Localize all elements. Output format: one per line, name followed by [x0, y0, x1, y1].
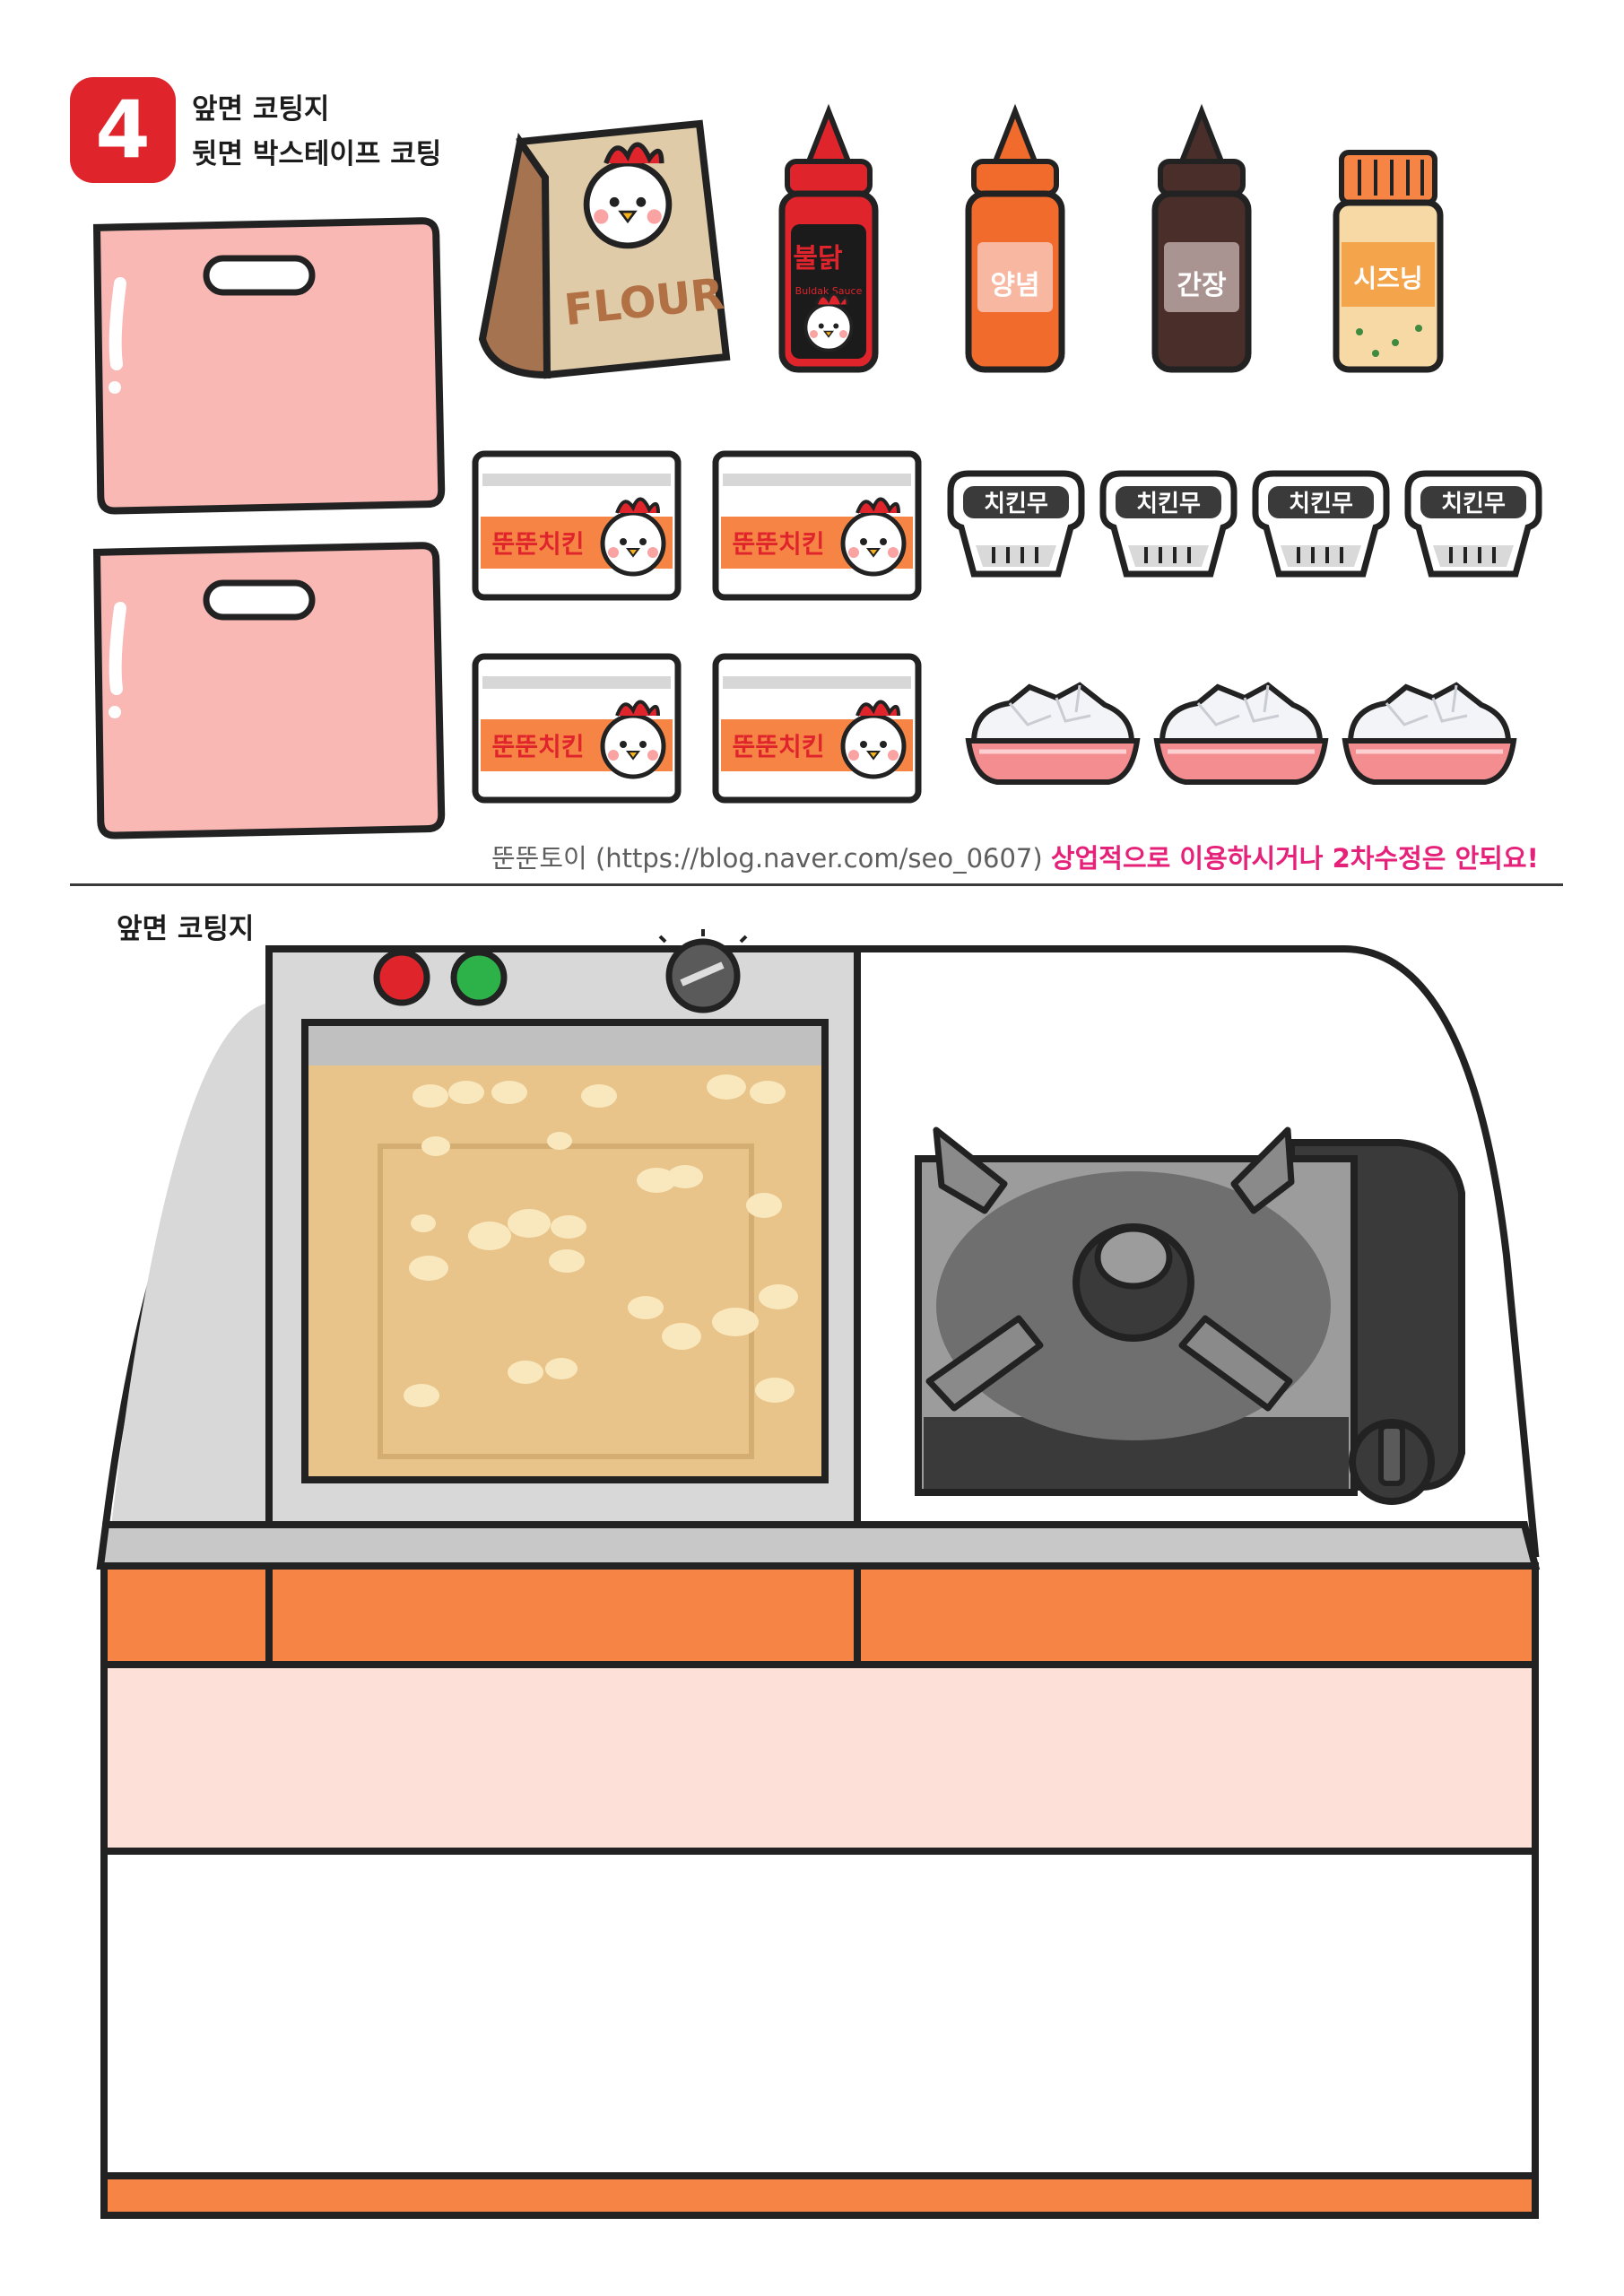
- sticker-sheet: FLOUR 불닭 Buldak Sauce 양념 간장 시즈닝 뚠뚠치킨 뚠뚠치…: [0, 0, 1624, 888]
- seasoning-label: 시즈닝: [1353, 264, 1422, 293]
- chicken-box-label: 뚠뚠치킨: [491, 529, 584, 559]
- pickled-radish-cup: 치킨무: [1103, 474, 1234, 574]
- instruction-front: 앞면 코팅지: [192, 93, 330, 126]
- chicken-box-sticker: 뚠뚠치킨: [716, 454, 918, 597]
- buldak-label: 불닭: [793, 243, 843, 274]
- chicken-box-sticker: 뚠뚠치킨: [475, 454, 678, 597]
- pickled-radish-cup: 치킨무: [951, 474, 1081, 574]
- chicken-box-sticker: 뚠뚠치킨: [716, 657, 918, 800]
- buldak-sauce-bottle: 불닭 Buldak Sauce: [782, 111, 875, 370]
- credit-line: 뚠뚠토이 (https://blog.naver.com/seo_0607) 상…: [491, 838, 1539, 875]
- counter-cabinet: [100, 1848, 1539, 2179]
- chicken-box-sticker: 뚠뚠치킨: [475, 657, 678, 800]
- kitchen-counter: [96, 929, 1541, 2219]
- soy-sauce-bottle: 간장: [1155, 111, 1248, 370]
- chicken-box-label: 뚠뚠치킨: [491, 732, 584, 761]
- section-divider: [70, 883, 1563, 886]
- pickled-radish-cup: 치킨무: [1408, 474, 1539, 574]
- pickled-radish-cup: 치킨무: [1255, 474, 1386, 574]
- counter-base: [100, 2172, 1539, 2219]
- radish-label: 치킨무: [1441, 491, 1506, 517]
- counter-orange-band: [100, 1562, 1539, 1668]
- stove-knob: [1349, 1419, 1435, 1505]
- ice-bowl-sticker: [968, 685, 1137, 782]
- counter-pink-band: [100, 1661, 1539, 1855]
- radish-label: 치킨무: [1136, 491, 1201, 517]
- section-label: 앞면 코팅지: [117, 913, 255, 945]
- flour-bag-sticker: FLOUR: [478, 119, 731, 379]
- instruction-back: 뒷면 박스테이프 코팅: [192, 138, 442, 170]
- yangnyeom-sauce-bottle: 양념: [968, 111, 1062, 370]
- chicken-box-label: 뚠뚠치킨: [732, 529, 824, 559]
- fryer-dial-knob: [658, 929, 748, 1013]
- credit-author: 뚠뚠토이 (https://blog.naver.com/seo_0607): [491, 843, 1043, 874]
- step-badge: 4: [70, 77, 176, 183]
- ice-bowl-sticker: [1157, 685, 1325, 782]
- pink-shopping-bag: [95, 545, 442, 836]
- pink-shopping-bag: [95, 221, 442, 511]
- yangnyeom-label: 양념: [990, 270, 1039, 301]
- gas-stove: [915, 1126, 1465, 1505]
- seasoning-bottle: 시즈닝: [1333, 150, 1444, 373]
- buldak-sublabel: Buldak Sauce: [795, 285, 863, 297]
- radish-label: 치킨무: [1289, 491, 1353, 517]
- soy-sauce-label: 간장: [1177, 270, 1227, 301]
- red-indicator-light: [373, 949, 430, 1006]
- step-number: 4: [95, 83, 151, 176]
- radish-label: 치킨무: [984, 491, 1048, 517]
- chicken-box-label: 뚠뚠치킨: [732, 732, 824, 761]
- green-indicator-light: [450, 949, 508, 1006]
- credit-warning: 상업적으로 이용하시거나 2차수정은 안되요!: [1050, 843, 1539, 874]
- ice-bowl-sticker: [1345, 685, 1514, 782]
